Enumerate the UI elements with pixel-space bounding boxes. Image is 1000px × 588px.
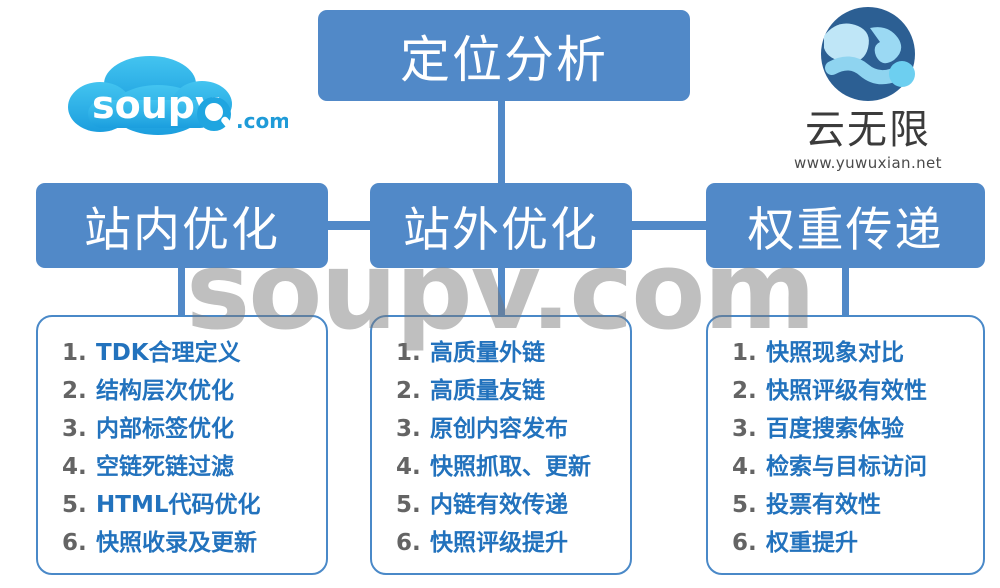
list-item[interactable]: 3. 百度搜索体验 — [708, 409, 983, 447]
list-item-label: 百度搜索体验 — [766, 416, 904, 442]
yuwuxian-url: www.yuwuxian.net — [794, 154, 942, 172]
list-panel-weight: 1. 快照现象对比 2. 快照评级有效性 3. 百度搜索体验 4. 检索与目标访问 5.… — [706, 315, 985, 575]
list-item-label: 快照抓取、更新 — [430, 454, 591, 480]
list-item[interactable]: 2. 快照评级有效性 — [708, 371, 983, 409]
node-branch-weight-transfer[interactable]: 权重传递 — [706, 183, 985, 268]
node-branch-onsite-optimization[interactable]: 站内优化 — [36, 183, 328, 268]
list-item-number: 6. — [732, 530, 757, 556]
list-item-label: HTML代码优化 — [96, 492, 261, 518]
connector-root-vertical — [498, 101, 505, 185]
connector-list-1-vertical — [178, 266, 185, 318]
list-item[interactable]: 3. 原创内容发布 — [372, 409, 630, 447]
list-item[interactable]: 6. 权重提升 — [708, 523, 983, 561]
connector-branch-right-horizontal — [630, 221, 708, 230]
list-offsite: 1. 高质量外链 2. 高质量友链 3. 原创内容发布 4. 快照抓取、更新 5. 内链有… — [372, 333, 630, 561]
connector-list-2-vertical — [498, 266, 505, 318]
list-item-label: 快照评级提升 — [430, 530, 568, 556]
list-item-number: 2. — [732, 378, 757, 404]
list-item-label: 原创内容发布 — [430, 416, 568, 442]
soupv-suffix: .com — [236, 109, 288, 133]
list-item[interactable]: 2. 高质量友链 — [372, 371, 630, 409]
list-item-label: 投票有效性 — [766, 492, 881, 518]
list-item[interactable]: 6. 快照评级提升 — [372, 523, 630, 561]
list-item-label: 高质量外链 — [430, 340, 545, 366]
list-panel-offsite: 1. 高质量外链 2. 高质量友链 3. 原创内容发布 4. 快照抓取、更新 5. 内链有… — [370, 315, 632, 575]
list-item-number: 5. — [732, 492, 757, 518]
list-panel-onsite: 1. TDK合理定义 2. 结构层次优化 3. 内部标签优化 4. 空链死链过滤 5. H… — [36, 315, 328, 575]
list-item-number: 2. — [62, 378, 87, 404]
list-weight: 1. 快照现象对比 2. 快照评级有效性 3. 百度搜索体验 4. 检索与目标访问 5.… — [708, 333, 983, 561]
list-item-label: 检索与目标访问 — [766, 454, 927, 480]
node-root-positioning-analysis[interactable]: 定位分析 — [318, 10, 690, 101]
list-item-number: 1. — [396, 340, 421, 366]
list-item-number: 2. — [396, 378, 421, 404]
list-item-number: 4. — [732, 454, 757, 480]
list-item-label: 快照评级有效性 — [766, 378, 927, 404]
list-item-number: 4. — [396, 454, 421, 480]
list-item-number: 3. — [732, 416, 757, 442]
list-item-label: 内链有效传递 — [430, 492, 568, 518]
list-item-label: TDK合理定义 — [96, 340, 241, 366]
list-item-number: 3. — [396, 416, 421, 442]
list-item[interactable]: 1. TDK合理定义 — [38, 333, 326, 371]
list-item-number: 3. — [62, 416, 87, 442]
connector-list-3-vertical — [842, 266, 849, 318]
list-item-label: 快照现象对比 — [766, 340, 904, 366]
list-item-number: 1. — [62, 340, 87, 366]
list-item-label: 空链死链过滤 — [96, 454, 234, 480]
list-item[interactable]: 5. HTML代码优化 — [38, 485, 326, 523]
yuwuxian-cn-name: 云无限 — [805, 107, 931, 153]
list-item[interactable]: 3. 内部标签优化 — [38, 409, 326, 447]
list-item[interactable]: 5. 内链有效传递 — [372, 485, 630, 523]
list-item[interactable]: 2. 结构层次优化 — [38, 371, 326, 409]
list-item-number: 5. — [396, 492, 421, 518]
list-item[interactable]: 4. 检索与目标访问 — [708, 447, 983, 485]
list-item-label: 快照收录及更新 — [96, 530, 257, 556]
list-item-label: 结构层次优化 — [96, 378, 234, 404]
list-item-label: 高质量友链 — [430, 378, 545, 404]
list-item[interactable]: 4. 快照抓取、更新 — [372, 447, 630, 485]
node-branch-offsite-optimization[interactable]: 站外优化 — [370, 183, 632, 268]
list-item[interactable]: 1. 快照现象对比 — [708, 333, 983, 371]
list-item[interactable]: 5. 投票有效性 — [708, 485, 983, 523]
list-item-number: 4. — [62, 454, 87, 480]
list-item-number: 1. — [732, 340, 757, 366]
list-item-label: 权重提升 — [766, 530, 858, 556]
list-item-number: 6. — [396, 530, 421, 556]
connector-branch-left-horizontal — [326, 221, 372, 230]
soupv-logo: soupv .com — [62, 52, 288, 144]
list-item-label: 内部标签优化 — [96, 416, 234, 442]
list-item[interactable]: 4. 空链死链过滤 — [38, 447, 326, 485]
magnifier-icon — [197, 97, 235, 132]
list-item[interactable]: 1. 高质量外链 — [372, 333, 630, 371]
list-item[interactable]: 6. 快照收录及更新 — [38, 523, 326, 561]
list-onsite: 1. TDK合理定义 2. 结构层次优化 3. 内部标签优化 4. 空链死链过滤 5. H… — [38, 333, 326, 561]
yuwuxian-logo: 云无限 www.yuwuxian.net — [752, 6, 984, 176]
globe-icon — [802, 6, 934, 106]
list-item-number: 6. — [62, 530, 87, 556]
list-item-number: 5. — [62, 492, 87, 518]
